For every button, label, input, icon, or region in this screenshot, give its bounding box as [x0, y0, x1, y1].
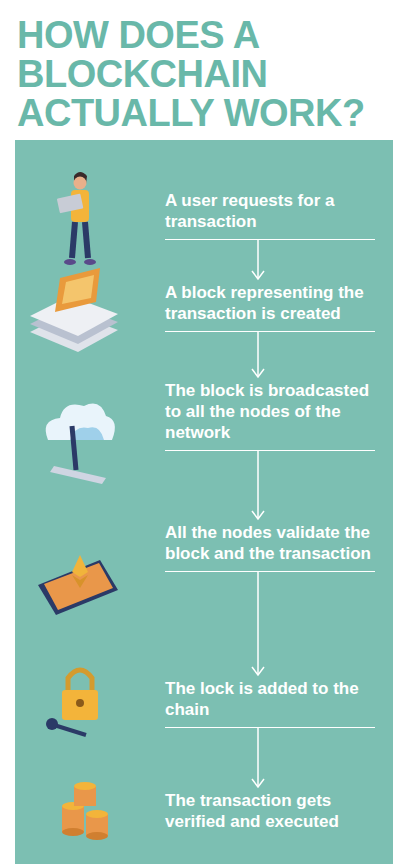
flow-arrow	[252, 332, 264, 377]
title: HOW DOES A BLOCKCHAIN ACTUALLY WORK?	[17, 16, 397, 133]
key	[54, 725, 86, 735]
flow-arrow	[252, 572, 264, 675]
screen-inner	[62, 275, 94, 304]
leg	[72, 222, 75, 258]
step-box: A user requests for a transaction	[165, 190, 375, 240]
step-text: The block is broadcasted to all the node…	[165, 380, 375, 443]
shoe	[64, 259, 76, 265]
block-icon	[30, 268, 118, 352]
arrow-line	[257, 728, 259, 787]
laptop	[57, 194, 84, 214]
step-text: A user requests for a transaction	[165, 190, 375, 232]
ether-symbol	[72, 555, 88, 577]
coins-icon	[62, 782, 108, 840]
step-box: A block representing the transaction is …	[165, 282, 375, 332]
leg	[85, 222, 88, 258]
screen	[55, 268, 100, 312]
coin	[86, 832, 108, 840]
coin	[62, 828, 84, 836]
flow-arrow	[252, 728, 264, 787]
step-box: The lock is added to the chain	[165, 678, 375, 728]
arrow-head	[252, 369, 264, 377]
arrow-head	[252, 779, 264, 787]
plug	[72, 426, 76, 470]
coin	[86, 810, 108, 818]
head	[74, 177, 87, 190]
step-text: A block representing the transaction is …	[165, 282, 375, 324]
flow-arrow	[252, 451, 264, 519]
user-icon	[57, 172, 96, 265]
key	[46, 718, 58, 730]
flow-arrow	[252, 240, 264, 279]
step-box: The transaction gets verified and execut…	[165, 790, 375, 839]
step-text: The lock is added to the chain	[165, 678, 375, 720]
arrow-head	[252, 511, 264, 519]
lock-body	[62, 690, 98, 720]
step-text: The transaction gets verified and execut…	[165, 790, 375, 832]
cloud	[46, 404, 115, 440]
step-text: All the nodes validate the block and the…	[165, 522, 375, 564]
network-icon	[46, 404, 115, 484]
step-box: The block is broadcasted to all the node…	[165, 380, 375, 451]
arrow-line	[257, 572, 259, 675]
arrow-line	[257, 240, 259, 279]
step-box: All the nodes validate the block and the…	[165, 522, 375, 572]
base	[50, 466, 106, 484]
shackle	[68, 670, 92, 692]
arrow-line	[257, 332, 259, 377]
coin	[74, 782, 96, 790]
arrow-head	[252, 667, 264, 675]
lock-icon	[46, 670, 98, 735]
ether-symbol	[72, 575, 88, 588]
arrow-line	[257, 451, 259, 519]
shoe	[84, 259, 96, 265]
keyhole	[76, 699, 84, 707]
arrow-head	[252, 271, 264, 279]
phone-icon	[38, 555, 118, 615]
